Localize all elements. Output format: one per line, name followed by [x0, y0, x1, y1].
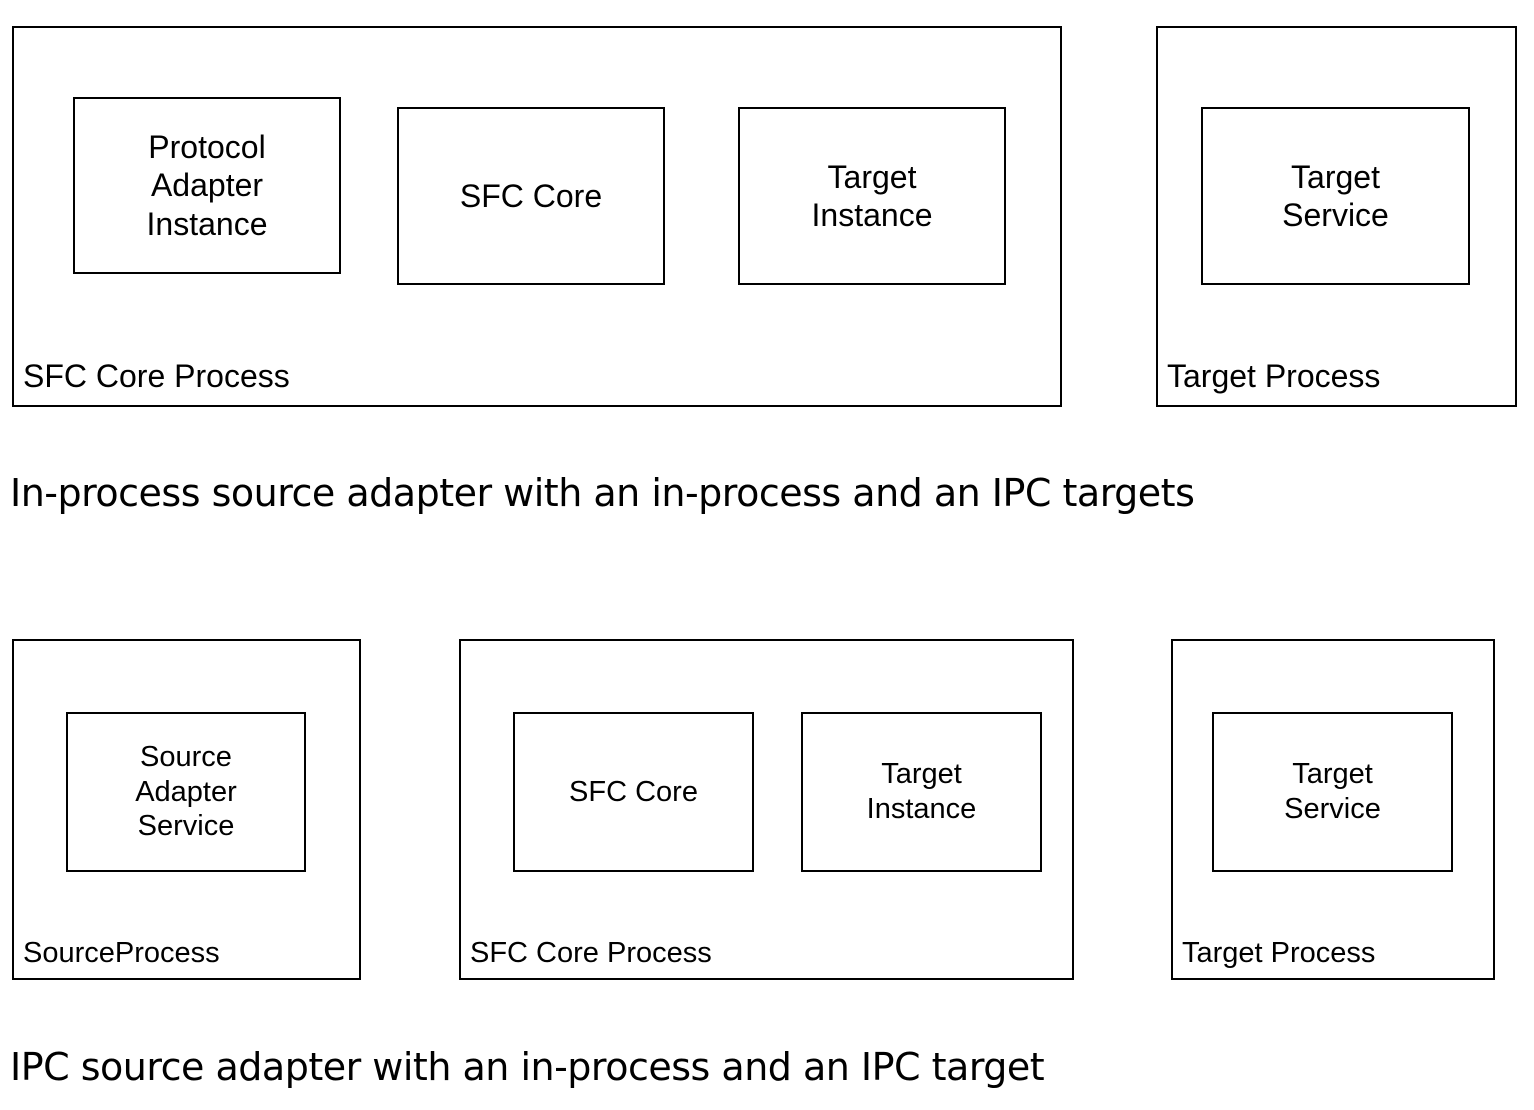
diagram-caption: IPC source adapter with an in-process an…	[10, 1045, 1045, 1089]
target-service-box: Target Service	[1201, 107, 1470, 285]
target-instance-label: Target Instance	[866, 758, 977, 825]
target-service-label: Target Service	[1282, 158, 1389, 233]
target-instance-label: Target Instance	[811, 158, 933, 233]
protocol-adapter-instance-label: Protocol Adapter Instance	[146, 128, 268, 242]
sfc-core-box: SFC Core	[397, 107, 665, 285]
target-instance-box: Target Instance	[738, 107, 1006, 285]
diagram-caption: In-process source adapter with an in-pro…	[10, 471, 1195, 515]
sfc-core-label: SFC Core	[569, 775, 698, 808]
target-service-box: Target Service	[1212, 712, 1453, 872]
source-adapter-service-label: Source Adapter Service	[135, 740, 237, 843]
target-service-label: Target Service	[1284, 758, 1381, 825]
target-process-label: Target Process	[1167, 358, 1381, 394]
sfc-core-process-box: SFC Core Target Instance SFC Core Proces…	[459, 639, 1074, 980]
target-process-label: Target Process	[1182, 937, 1376, 969]
target-process-box: Target Service Target Process	[1156, 26, 1517, 407]
source-process-label: SourceProcess	[23, 937, 220, 969]
sfc-core-box: SFC Core	[513, 712, 754, 872]
source-process-box: Source Adapter Service SourceProcess	[12, 639, 361, 980]
sfc-core-process-label: SFC Core Process	[470, 937, 712, 969]
sfc-core-process-box: Protocol Adapter Instance SFC Core Targe…	[12, 26, 1062, 407]
target-process-box: Target Service Target Process	[1171, 639, 1495, 980]
sfc-core-process-label: SFC Core Process	[23, 358, 290, 394]
target-instance-box: Target Instance	[801, 712, 1042, 872]
protocol-adapter-instance-box: Protocol Adapter Instance	[73, 97, 341, 274]
sfc-core-label: SFC Core	[459, 177, 603, 214]
source-adapter-service-box: Source Adapter Service	[66, 712, 306, 872]
